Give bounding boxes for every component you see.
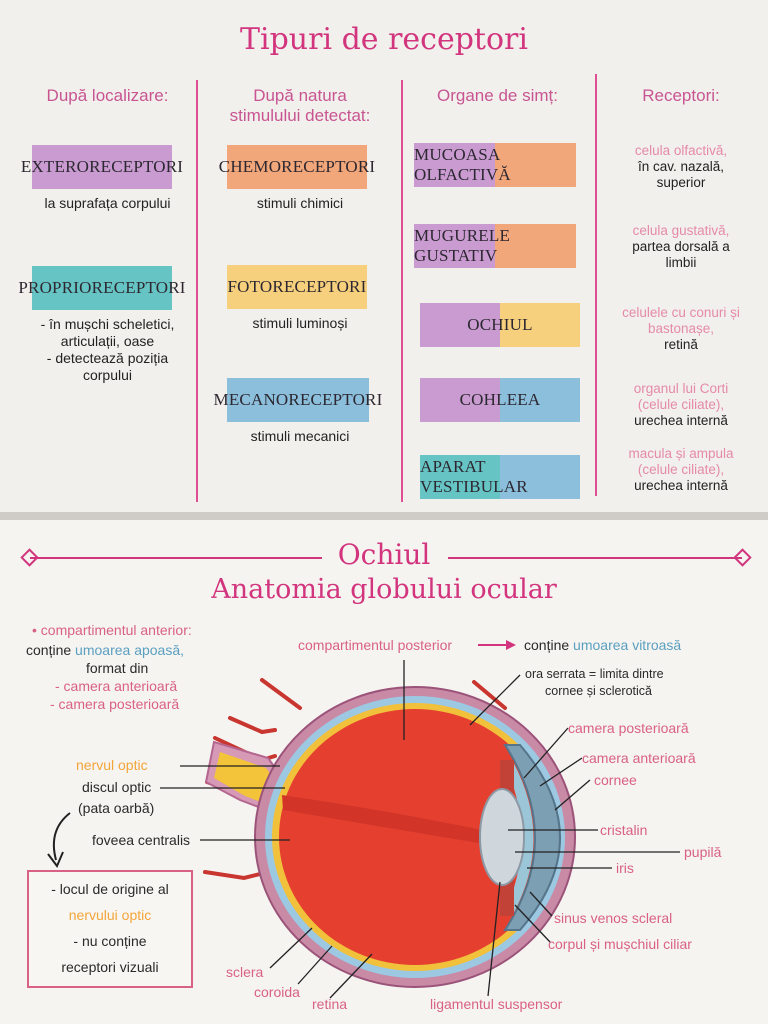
desc-line: - detectează poziția xyxy=(46,350,169,366)
column-divider xyxy=(595,74,597,496)
organ-gustativ: MUGURELE GUSTATIV xyxy=(414,224,576,268)
label-foveea: foveea centralis xyxy=(92,832,191,848)
receptor-location: partea dorsală a xyxy=(632,239,730,254)
proprio-box: PROPRIORECEPTORI xyxy=(18,266,185,310)
note-bullet-text: compartimentul anterior: xyxy=(40,622,192,638)
box-line-highlight: nervului optic xyxy=(68,907,152,923)
receptor-location: urechea internă xyxy=(634,413,728,428)
note-text: conține xyxy=(26,642,76,658)
desc-line: - în mușchi scheletici, xyxy=(40,316,175,332)
organ-ochiul: OCHIUL xyxy=(420,303,580,347)
receptor-vestibular: macula și ampula (celule ciliate), urech… xyxy=(600,446,762,494)
box-line: - nu conține xyxy=(73,933,147,949)
receptor-location: limbii xyxy=(665,255,697,270)
header-natura: După natura stimulului detectat: xyxy=(205,86,395,126)
eye-subtitle: Anatomia globului ocular xyxy=(211,574,557,605)
label-discul-optic: discul optic xyxy=(82,779,152,795)
label-comp-posterior: compartimentul posterior xyxy=(298,637,453,653)
label-camera-anterioara: camera anterioară xyxy=(582,750,696,766)
eye-diagram xyxy=(47,640,680,999)
receptor-name: celulele cu conuri și xyxy=(622,305,740,320)
mecano-box: MECANORECEPTORI xyxy=(214,378,382,422)
header-natura-line2: stimulului detectat: xyxy=(229,106,371,125)
label-ora2: cornee și sclerotică xyxy=(545,684,652,698)
title-ornament xyxy=(20,548,752,567)
receptor-cohleea: organul lui Corti (celule ciliate), urec… xyxy=(600,381,762,429)
receptor-name: (celule ciliate), xyxy=(637,397,725,412)
header-organe: Organe de simț: xyxy=(437,86,558,105)
note-bullet: • compartimentul anterior: xyxy=(32,622,192,638)
page-title: Tipuri de receptori xyxy=(239,22,528,57)
label-corpul: corpul și mușchiul ciliar xyxy=(548,936,692,952)
label-coroida: coroida xyxy=(254,984,300,1000)
mecano-desc: stimuli mecanici xyxy=(250,428,350,444)
receptor-olfactiv: celula olfactivă, în cav. nazală, superi… xyxy=(600,143,762,191)
receptor-name: (celule ciliate), xyxy=(637,462,725,477)
chemo-box: CHEMORECEPTORI xyxy=(219,145,375,189)
desc-line: articulații, oase xyxy=(60,333,155,349)
label-cristalin: cristalin xyxy=(600,822,648,838)
receptor-location: în cav. nazală, xyxy=(637,159,725,174)
label-vitroasa: conține umoarea vitroasă xyxy=(524,637,681,654)
chemo-desc: stimuli chimici xyxy=(256,195,344,211)
label-iris: iris xyxy=(616,860,634,876)
receptor-name: macula și ampula xyxy=(628,446,734,461)
label-sinus: sinus venos scleral xyxy=(554,910,673,926)
receptor-gustativ: celula gustativă, partea dorsală a limbi… xyxy=(600,223,762,271)
receptor-location: superior xyxy=(656,175,706,190)
column-divider xyxy=(401,80,403,502)
label-nervul-optic: nervul optic xyxy=(76,757,148,773)
eye-anatomy-card: Ochiul Anatomia globului ocular • compar… xyxy=(0,520,768,1024)
receptor-location: retină xyxy=(664,337,698,352)
label-cornee: cornee xyxy=(594,772,637,788)
note-highlight: umoarea apoasă, xyxy=(75,642,185,658)
label-pata-oarba: (pata oarbă) xyxy=(78,800,155,816)
foto-desc: stimuli luminoși xyxy=(252,315,348,331)
foto-box: FOTORECEPTORI xyxy=(227,265,367,309)
extero-box: EXTERORECEPTORI xyxy=(21,145,183,189)
note-line2: format din xyxy=(86,660,149,676)
label-camera-posterioara: camera posterioară xyxy=(568,720,689,736)
receptor-name: celula olfactivă, xyxy=(634,143,728,158)
label-sclera: sclera xyxy=(226,964,264,980)
receptor-ochi: celulele cu conuri și bastonașe, retină xyxy=(600,305,762,353)
label-retina: retina xyxy=(312,996,348,1012)
label-pupila: pupilă xyxy=(684,844,722,860)
blind-spot-box: - locul de origine al nervului optic - n… xyxy=(27,870,193,988)
receptor-name: organul lui Corti xyxy=(633,381,729,396)
organ-cohleea: COHLEEA xyxy=(420,378,580,422)
proprio-desc: - în mușchi scheletici, articulații, oas… xyxy=(20,316,195,384)
box-line: - locul de origine al xyxy=(51,881,169,897)
header-natura-line1: După natura xyxy=(253,86,347,105)
box-line: receptori vizuali xyxy=(61,959,159,975)
organ-vestibular: APARAT VESTIBULAR xyxy=(420,455,580,499)
receptor-types-card: Tipuri de receptori După localizare: Dup… xyxy=(0,0,768,512)
header-receptori: Receptori: xyxy=(642,86,720,105)
header-localizare: După localizare: xyxy=(46,86,169,105)
label-highlight: umoarea vitroasă xyxy=(573,637,682,653)
label-ligament: ligamentul suspensor xyxy=(430,996,563,1012)
label-ora1: ora serrata = limita dintre xyxy=(525,667,664,681)
receptor-location: urechea internă xyxy=(634,478,728,493)
note-line4: - camera posterioară xyxy=(50,696,180,712)
extero-desc: la suprafața corpului xyxy=(44,195,171,211)
label-text: conține xyxy=(524,637,574,653)
note-line1: conține umoarea apoasă, xyxy=(26,642,184,659)
note-line3: - camera anterioară xyxy=(55,678,178,694)
organ-olfactiv: MUCOASA OLFACTIVĂ xyxy=(414,143,576,187)
receptor-name: celula gustativă, xyxy=(632,223,730,238)
eye-title: Ochiul xyxy=(337,538,431,571)
receptor-name: bastonașe, xyxy=(647,321,715,336)
column-divider xyxy=(196,80,198,502)
desc-line: corpului xyxy=(82,367,133,383)
